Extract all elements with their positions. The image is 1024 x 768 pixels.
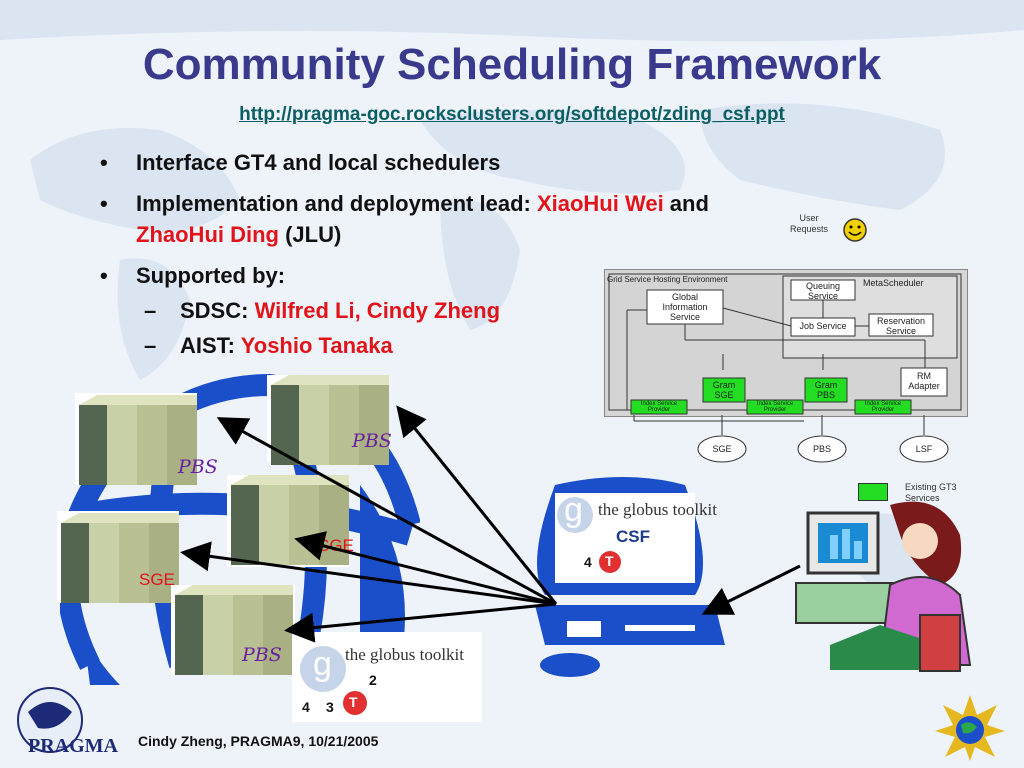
pbs-label: PBS bbox=[178, 456, 218, 478]
lsf-ellipse-label: LSF bbox=[915, 444, 933, 454]
pragma-logo bbox=[17, 687, 83, 753]
t-badge-letter: T bbox=[349, 694, 358, 710]
pbs-ellipse-label: PBS bbox=[812, 444, 831, 454]
smiley-icon bbox=[843, 218, 867, 242]
global-info-box: Global Information Service bbox=[662, 292, 708, 322]
reservation-box: Reservation Service bbox=[876, 316, 926, 336]
index-provider-box: Index Service Provider bbox=[864, 401, 902, 413]
bullet-text: Supported by: bbox=[136, 263, 286, 288]
step-number: 4 bbox=[302, 699, 310, 715]
sub-bullet-label: AIST: bbox=[180, 333, 241, 358]
pbs-label: PBS bbox=[242, 644, 282, 666]
pragma-logo-text: PRAGMA bbox=[28, 735, 118, 757]
supporter-names: Wilfred Li, Cindy Zheng bbox=[254, 298, 501, 323]
bullet-dot: • bbox=[100, 191, 108, 216]
globus-g-letter: g bbox=[564, 491, 583, 529]
bullet-item: • Interface GT4 and local schedulers bbox=[100, 147, 900, 178]
sge-ellipse-label: SGE bbox=[712, 444, 732, 454]
sub-bullet-dash: – bbox=[144, 333, 157, 358]
sub-bullet-item: – SDSC: Wilfred Li, Cindy Zheng bbox=[100, 295, 900, 326]
bullet-text: Implementation and deployment lead: bbox=[136, 191, 537, 216]
t-badge-icon bbox=[599, 551, 621, 573]
gram-pbs-box: Gram PBS bbox=[814, 380, 838, 400]
step-number: 2 bbox=[369, 672, 377, 688]
scheduler-ellipses bbox=[633, 415, 949, 463]
hosting-env-label: Grid Service Hosting Environment bbox=[607, 275, 728, 284]
globe-sun-logo bbox=[935, 695, 1005, 761]
slide-title: Community Scheduling Framework bbox=[142, 40, 882, 89]
sub-bullet-item: – AIST: Yoshio Tanaka bbox=[100, 330, 900, 361]
bullet-text: and bbox=[663, 191, 709, 216]
footer-credit: Cindy Zheng, PRAGMA9, 10/21/2005 bbox=[138, 733, 379, 749]
globus-g-letter: g bbox=[313, 645, 332, 683]
sub-bullet-dash: – bbox=[144, 298, 157, 323]
queuing-box: Queuing Service bbox=[805, 281, 841, 301]
server-racks-group bbox=[57, 375, 389, 675]
bullet-item: • Implementation and deployment lead: Xi… bbox=[100, 188, 900, 250]
t-badge-icon bbox=[343, 691, 367, 715]
sub-bullet-label: SDSC: bbox=[180, 298, 255, 323]
t-badge-letter: T bbox=[605, 553, 614, 569]
bullet-dot: • bbox=[100, 150, 108, 175]
user-at-computer-illustration bbox=[795, 501, 972, 672]
bullet-text: (JLU) bbox=[278, 222, 342, 247]
csf-label: CSF bbox=[616, 527, 650, 546]
globus-g-icon bbox=[300, 646, 346, 692]
bullet-item: • Supported by: bbox=[100, 260, 900, 291]
globus-label: the globus toolkit bbox=[598, 500, 717, 519]
bullet-list: • Interface GT4 and local schedulers • I… bbox=[100, 147, 900, 361]
existing-services-label: Existing GT3 Services bbox=[905, 482, 957, 503]
supporter-names: Yoshio Tanaka bbox=[240, 333, 393, 358]
existing-services-swatch bbox=[858, 483, 888, 501]
user-requests-label: User Requests bbox=[789, 213, 829, 234]
lead-name: ZhaoHui Ding bbox=[136, 222, 279, 247]
lead-name: XiaoHui Wei bbox=[536, 191, 664, 216]
pbs-label: PBS bbox=[352, 430, 392, 452]
step-number: 4 bbox=[584, 554, 592, 570]
sge-label: SGE bbox=[139, 570, 175, 589]
job-service-box: Job Service bbox=[799, 321, 847, 331]
globus-small-label: the globus toolkit bbox=[345, 645, 464, 664]
source-link[interactable]: http://pragma-goc.rocksclusters.org/soft… bbox=[239, 104, 785, 125]
rm-adapter-box: RM Adapter bbox=[908, 371, 940, 391]
csf-computer-icon bbox=[535, 477, 725, 677]
csf-architecture-diagram: Grid Service Hosting Environment MetaSch… bbox=[604, 269, 968, 417]
index-provider-box: Index Service Provider bbox=[640, 401, 678, 413]
meta-scheduler-label: MetaScheduler bbox=[863, 278, 924, 288]
bullet-text: Interface GT4 and local schedulers bbox=[136, 150, 501, 175]
gram-sge-box: Gram SGE bbox=[712, 380, 736, 400]
step-number: 3 bbox=[326, 699, 334, 715]
bullet-dot: • bbox=[100, 263, 108, 288]
index-provider-box: Index Service Provider bbox=[756, 401, 794, 413]
